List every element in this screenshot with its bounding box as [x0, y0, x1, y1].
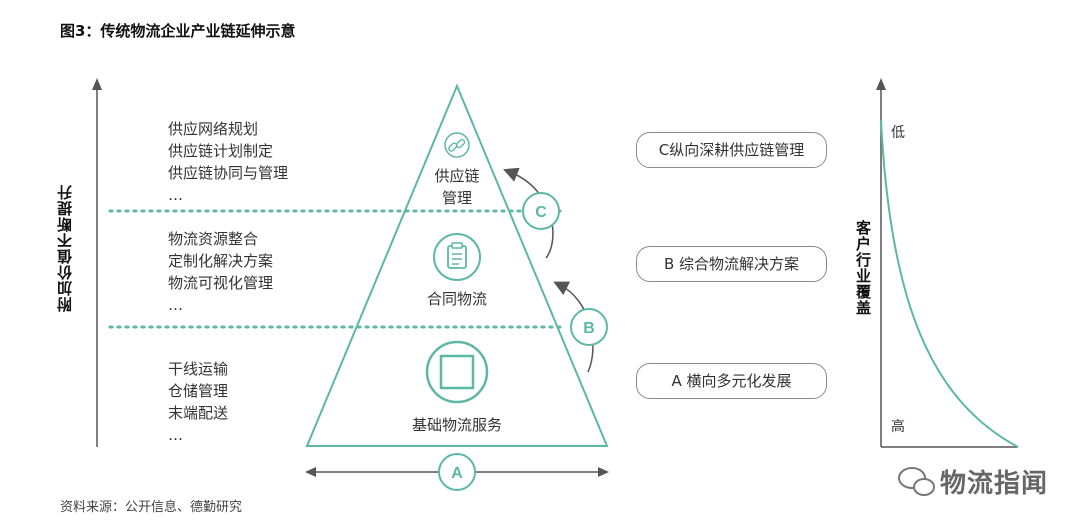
- square-icon: [425, 340, 489, 404]
- list-item: 定制化解决方案: [168, 252, 274, 270]
- right-axis-label: 客户行业覆盖: [854, 220, 872, 316]
- badge-a-label: A: [451, 465, 463, 482]
- coverage-curve: [880, 119, 1019, 448]
- badge-c-label: C: [535, 204, 547, 221]
- right-axis-high: 高: [891, 419, 905, 435]
- source-note: 资料来源：公开信息、德勤研究: [60, 500, 243, 515]
- right-axis-low: 低: [891, 125, 905, 141]
- level-a-title: 基础物流服务: [411, 416, 502, 434]
- clipboard-icon: [433, 233, 481, 281]
- left-axis-label: 附加价值不断提升: [56, 184, 74, 312]
- list-item: …: [168, 296, 183, 314]
- level-b-items: 物流资源整合 定制化解决方案 物流可视化管理 …: [168, 228, 273, 316]
- list-item: 物流资源整合: [168, 230, 259, 248]
- watermark: 物流指闻: [940, 469, 1049, 499]
- strategy-box-b: B 综合物流解决方案: [636, 246, 827, 282]
- list-item: 干线运输: [168, 360, 229, 378]
- badge-b: B: [570, 308, 608, 346]
- wechat-icon: [898, 467, 935, 496]
- list-item: 供应链协同与管理: [168, 164, 289, 182]
- list-item: 末端配送: [168, 404, 229, 422]
- pyramid: [305, 83, 609, 447]
- badge-a: A: [438, 453, 476, 491]
- badge-b-label: B: [583, 320, 595, 337]
- left-axis-arrowhead: [92, 78, 102, 90]
- list-item: …: [168, 426, 183, 444]
- list-item: 物流可视化管理: [168, 274, 274, 292]
- list-item: 仓储管理: [168, 382, 229, 400]
- strategy-box-a: A 横向多元化发展: [636, 363, 827, 399]
- level-c-title: 供应链 管理: [434, 167, 480, 207]
- badge-c: C: [522, 192, 560, 230]
- level-a-items: 干线运输 仓储管理 末端配送 …: [168, 358, 228, 446]
- level-b-title: 合同物流: [426, 290, 487, 308]
- list-item: 供应链计划制定: [168, 142, 274, 160]
- list-item: …: [168, 186, 183, 204]
- figure-title: 图3：传统物流企业产业链延伸示意: [60, 22, 296, 40]
- link-icon: [444, 132, 470, 158]
- level-c-items: 供应网络规划 供应链计划制定 供应链协同与管理 …: [168, 118, 288, 206]
- strategy-box-c: C纵向深耕供应链管理: [636, 132, 827, 168]
- list-item: 供应网络规划: [168, 120, 259, 138]
